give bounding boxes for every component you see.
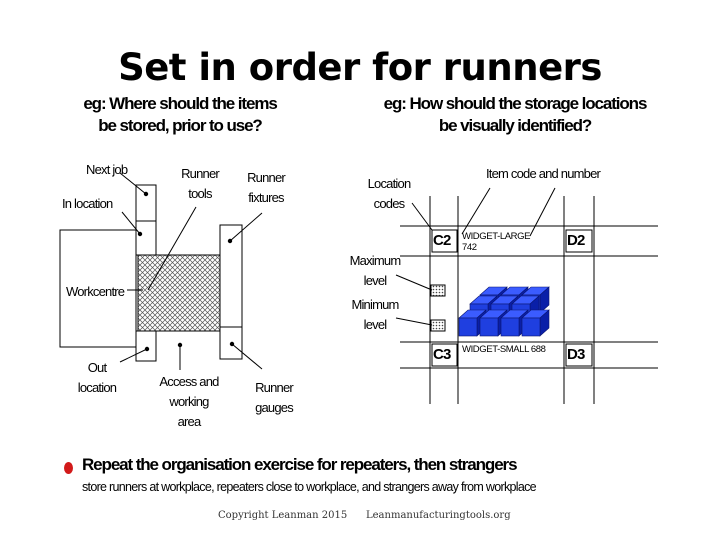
label-access-area: Access and working area xyxy=(150,372,228,432)
label-runner-gauges: Runner gauges xyxy=(244,378,304,418)
label-runner-tools-line2: tools xyxy=(188,186,212,201)
label-minimum-line2: level xyxy=(363,317,388,332)
label-access-line1: Access and xyxy=(159,374,219,389)
next-job-box xyxy=(135,184,157,222)
widget-large-line1: WIDGET-LARGE xyxy=(462,231,531,242)
label-item-code: Item code and number xyxy=(486,166,601,181)
label-location-codes-line1: Location xyxy=(367,176,412,191)
label-runner-tools-line1: Runner xyxy=(181,166,220,181)
footer-site: Leanmanufacturingtools.org xyxy=(366,510,511,521)
leader-location-codes xyxy=(411,202,433,231)
left-question-line2: be stored, prior to use? xyxy=(98,116,263,135)
page-title: Set in order for runners xyxy=(118,46,602,89)
label-runner-fixtures-line2: fixtures xyxy=(248,190,284,205)
leader-item-code-1 xyxy=(461,187,491,235)
label-maximum-line2: level xyxy=(363,273,388,288)
out-location-box xyxy=(135,330,157,362)
label-out-location: Out location xyxy=(70,358,124,398)
leader-runner-fixtures xyxy=(227,212,263,244)
maximum-level-marker xyxy=(430,284,446,297)
left-question: eg: Where should the items be stored, pr… xyxy=(40,93,320,137)
label-minimum-level: Minimum level xyxy=(346,295,404,335)
code-d3-box xyxy=(565,343,593,367)
leader-runner-tools xyxy=(147,206,197,291)
label-access-line2: working xyxy=(169,394,209,409)
code-c3-box xyxy=(431,343,458,367)
bullet-main-text: Repeat the organisation exercise for rep… xyxy=(82,455,518,474)
leader-in-location xyxy=(121,211,143,237)
right-question-line1: eg: How should the storage locations xyxy=(383,94,648,113)
label-out-location-line1: Out xyxy=(87,360,107,375)
right-question: eg: How should the storage locations be … xyxy=(350,93,680,137)
footer-copyright: Copyright Leanman 2015 xyxy=(218,510,348,521)
label-maximum-line1: Maximum xyxy=(349,253,402,268)
code-c2-box xyxy=(431,229,458,253)
widget-small-label: WIDGET-SMALL 688 xyxy=(462,344,546,355)
label-runner-gauges-line2: gauges xyxy=(255,400,294,415)
storage-diagram xyxy=(395,187,658,404)
in-location-box xyxy=(135,220,157,256)
label-minimum-line1: Minimum xyxy=(351,297,399,312)
label-location-codes-line2: codes xyxy=(373,196,406,211)
code-c3: C3 xyxy=(433,346,451,363)
label-runner-tools: Runner tools xyxy=(170,164,230,204)
widget-large-line2: 742 xyxy=(462,242,477,253)
bullet-icon xyxy=(64,462,73,474)
code-d3: D3 xyxy=(567,346,585,363)
minimum-level-marker xyxy=(430,319,446,332)
runner-gauges-box xyxy=(219,326,243,360)
left-question-line1: eg: Where should the items xyxy=(83,94,277,113)
leader-maximum xyxy=(395,274,433,291)
leader-out-location xyxy=(119,346,150,363)
label-out-location-line2: location xyxy=(77,380,117,395)
label-next-job: Next job xyxy=(86,162,128,177)
workcentre-box xyxy=(59,229,137,348)
widget-large-label: WIDGET-LARGE 742 xyxy=(462,231,530,253)
leader-runner-gauges xyxy=(229,341,263,370)
label-runner-fixtures: Runner fixtures xyxy=(236,168,296,208)
label-location-codes: Location codes xyxy=(358,174,420,214)
right-question-line2: be visually identified? xyxy=(438,116,592,135)
label-runner-fixtures-line1: Runner xyxy=(247,170,286,185)
widget-box-stack xyxy=(458,286,550,337)
code-c2: C2 xyxy=(433,232,451,249)
code-d2-box xyxy=(565,229,593,253)
leader-item-code-2 xyxy=(529,187,556,237)
label-runner-gauges-line1: Runner xyxy=(255,380,294,395)
label-maximum-level: Maximum level xyxy=(346,251,404,291)
code-d2: D2 xyxy=(567,232,585,249)
leader-minimum xyxy=(395,317,433,326)
access-working-area xyxy=(137,254,221,332)
leader-next-job xyxy=(119,172,149,197)
label-in-location: In location xyxy=(62,196,113,211)
widget-box-10 xyxy=(521,309,550,337)
bullet-sub-text: store runners at workplace, repeaters cl… xyxy=(82,480,537,494)
workstation-diagram xyxy=(59,172,263,370)
label-access-line3: area xyxy=(177,414,202,429)
label-workcentre: Workcentre xyxy=(66,284,125,299)
